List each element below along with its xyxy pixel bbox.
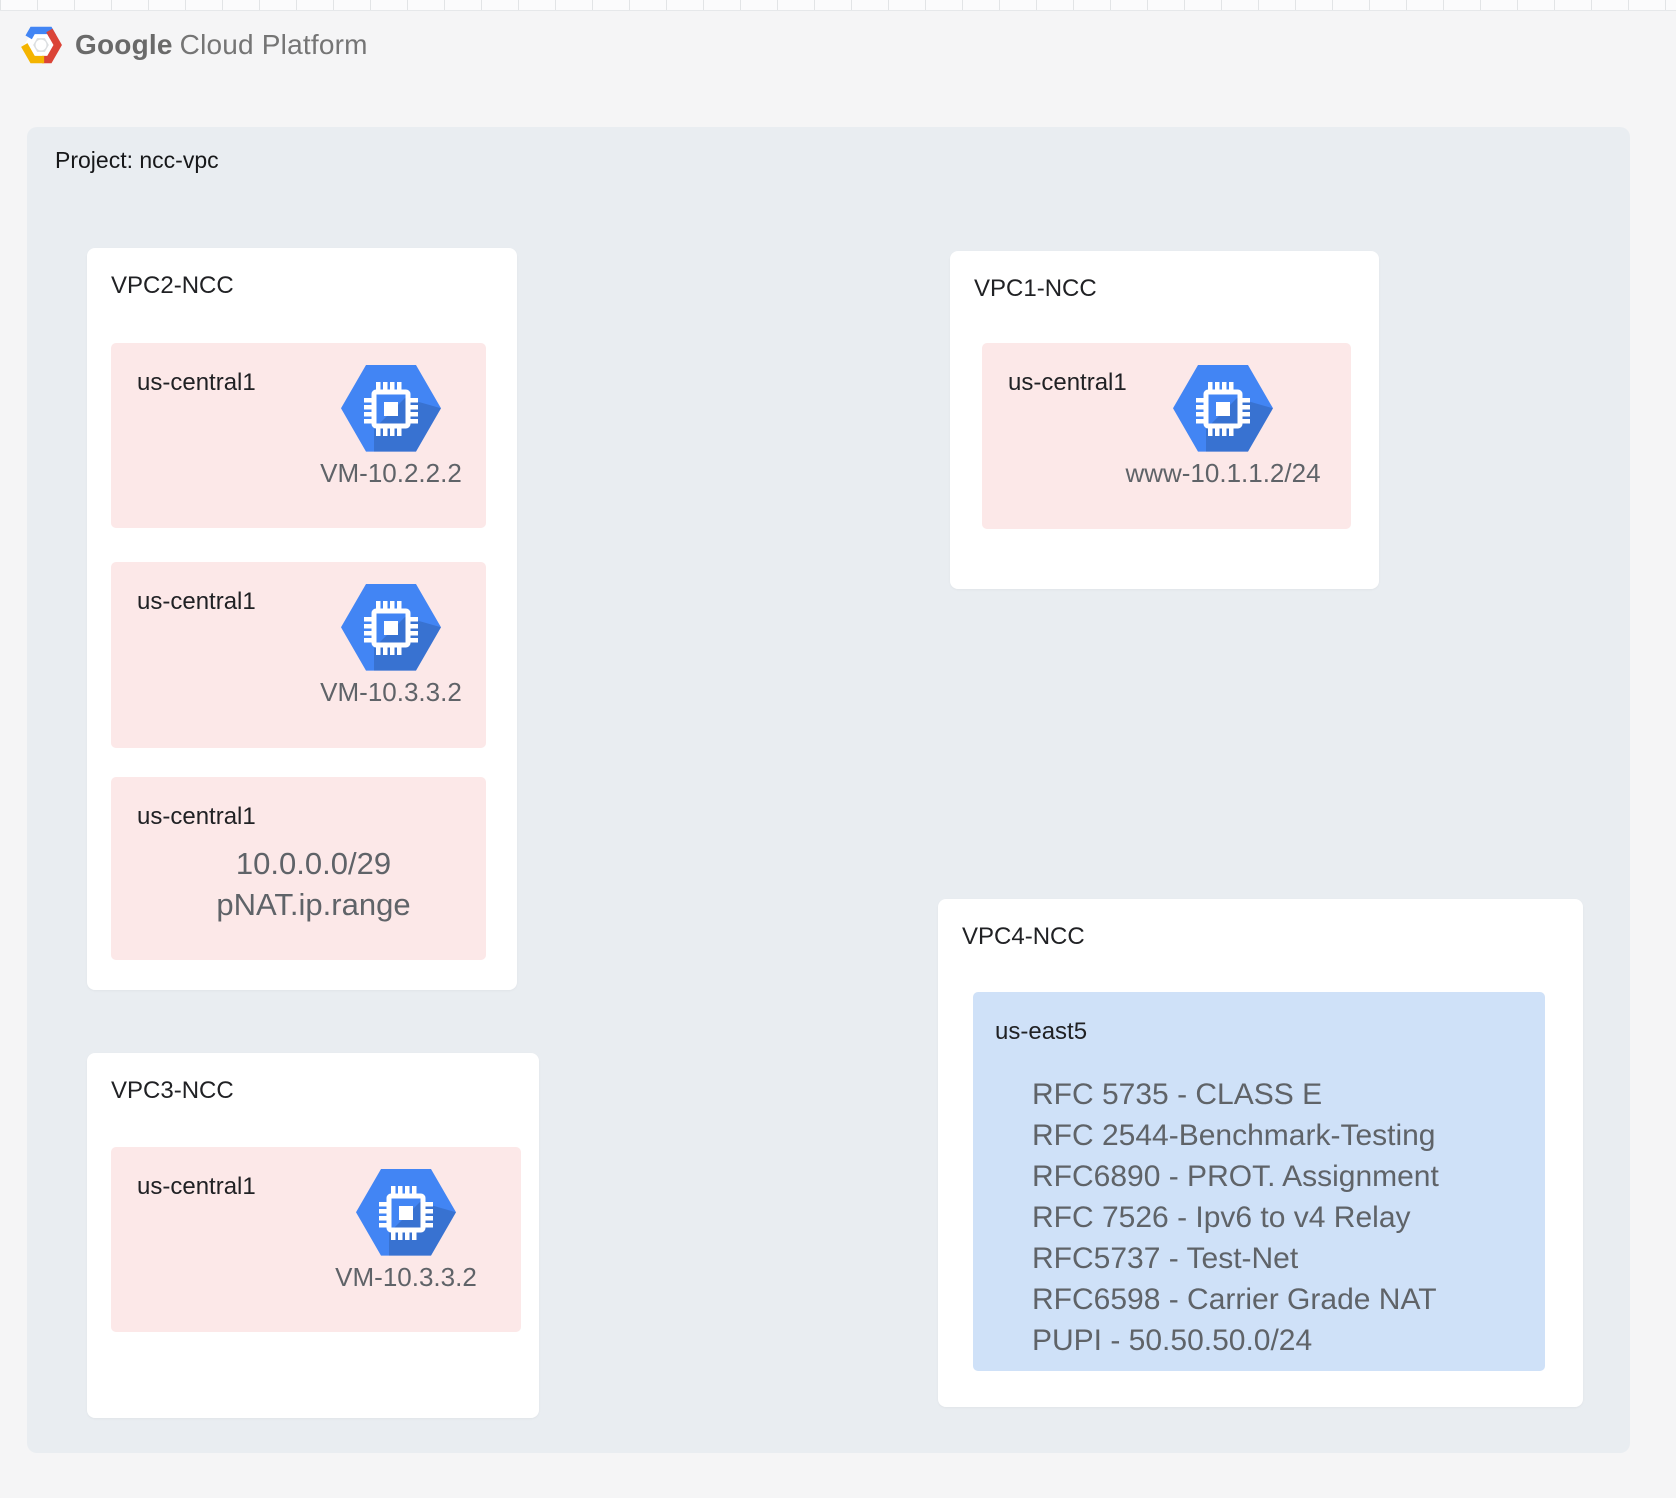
vpc-title: VPC4-NCC: [962, 923, 1085, 950]
compute-engine-icon: [341, 365, 441, 453]
vm-label: VM-10.2.2.2: [320, 458, 462, 488]
canvas-grid: [0, 0, 1676, 11]
region-us-central1: us-central1 VM-10.2.2.2: [111, 343, 486, 528]
region-us-east5: us-east5 RFC 5735 - CLASS E RFC 2544-Ben…: [973, 992, 1545, 1371]
rfc-line: RFC6598 - Carrier Grade NAT: [1032, 1283, 1437, 1316]
ip-range-line: 10.0.0.0/29: [235, 846, 392, 881]
rfc-line: RFC 7526 - Ipv6 to v4 Relay: [1032, 1201, 1411, 1234]
region-us-central1: us-central1 10.0.0.0/29 pNAT.ip.range: [111, 777, 486, 960]
rfc-line: RFC5737 - Test-Net: [1032, 1242, 1299, 1275]
region-name: us-east5: [995, 1018, 1088, 1045]
compute-engine-icon: [341, 584, 441, 672]
vpc-title: VPC3-NCC: [111, 1077, 234, 1104]
rfc-line: RFC 2544-Benchmark-Testing: [1032, 1119, 1436, 1152]
ip-range-line: pNAT.ip.range: [216, 887, 411, 922]
region-name: us-central1: [1008, 369, 1127, 396]
brand-google: Google: [75, 29, 173, 60]
region-us-central1: us-central1 www-10.1.1.2/24: [982, 343, 1351, 529]
region-us-central1: us-central1 VM-10.3.3.2: [111, 1147, 521, 1332]
rfc-line: RFC 5735 - CLASS E: [1032, 1078, 1323, 1111]
vpc1-ncc-box: VPC1-NCC us-central1 www-10.1.1.2/24: [950, 251, 1379, 589]
vpc4-ncc-box: VPC4-NCC us-east5 RFC 5735 - CLASS E RFC…: [938, 899, 1583, 1407]
region-name: us-central1: [137, 588, 256, 615]
brand-cloud-platform: Cloud Platform: [179, 29, 368, 60]
vpc-title: VPC1-NCC: [974, 275, 1097, 302]
rfc-line: RFC6890 - PROT. Assignment: [1032, 1160, 1439, 1193]
project-label: Project: ncc-vpc: [55, 147, 219, 173]
rfc-line: PUPI - 50.50.50.0/24: [1032, 1324, 1313, 1357]
compute-engine-icon: [1173, 365, 1273, 453]
region-name: us-central1: [137, 803, 256, 830]
region-name: us-central1: [137, 1173, 256, 1200]
project-container: Project: ncc-vpc VPC2-NCC us-central1 VM…: [27, 127, 1630, 1453]
gcp-hexagon-logo-icon: [21, 26, 62, 64]
region-us-central1: us-central1 VM-10.3.3.2: [111, 562, 486, 748]
region-name: us-central1: [137, 369, 256, 396]
vpc2-ncc-box: VPC2-NCC us-central1 VM-10.2.2.2 us-cent…: [87, 248, 517, 990]
vpc-title: VPC2-NCC: [111, 272, 234, 299]
vm-label: VM-10.3.3.2: [320, 677, 462, 707]
vpc3-ncc-box: VPC3-NCC us-central1 VM-10.3.3.2: [87, 1053, 539, 1418]
ip-range-lines: 10.0.0.0/29 pNAT.ip.range: [141, 843, 486, 925]
compute-engine-icon: [356, 1169, 456, 1257]
vm-label: www-10.1.1.2/24: [1125, 458, 1321, 488]
rfc-list: RFC 5735 - CLASS E RFC 2544-Benchmark-Te…: [1032, 1074, 1439, 1361]
vm-label: VM-10.3.3.2: [335, 1262, 477, 1292]
